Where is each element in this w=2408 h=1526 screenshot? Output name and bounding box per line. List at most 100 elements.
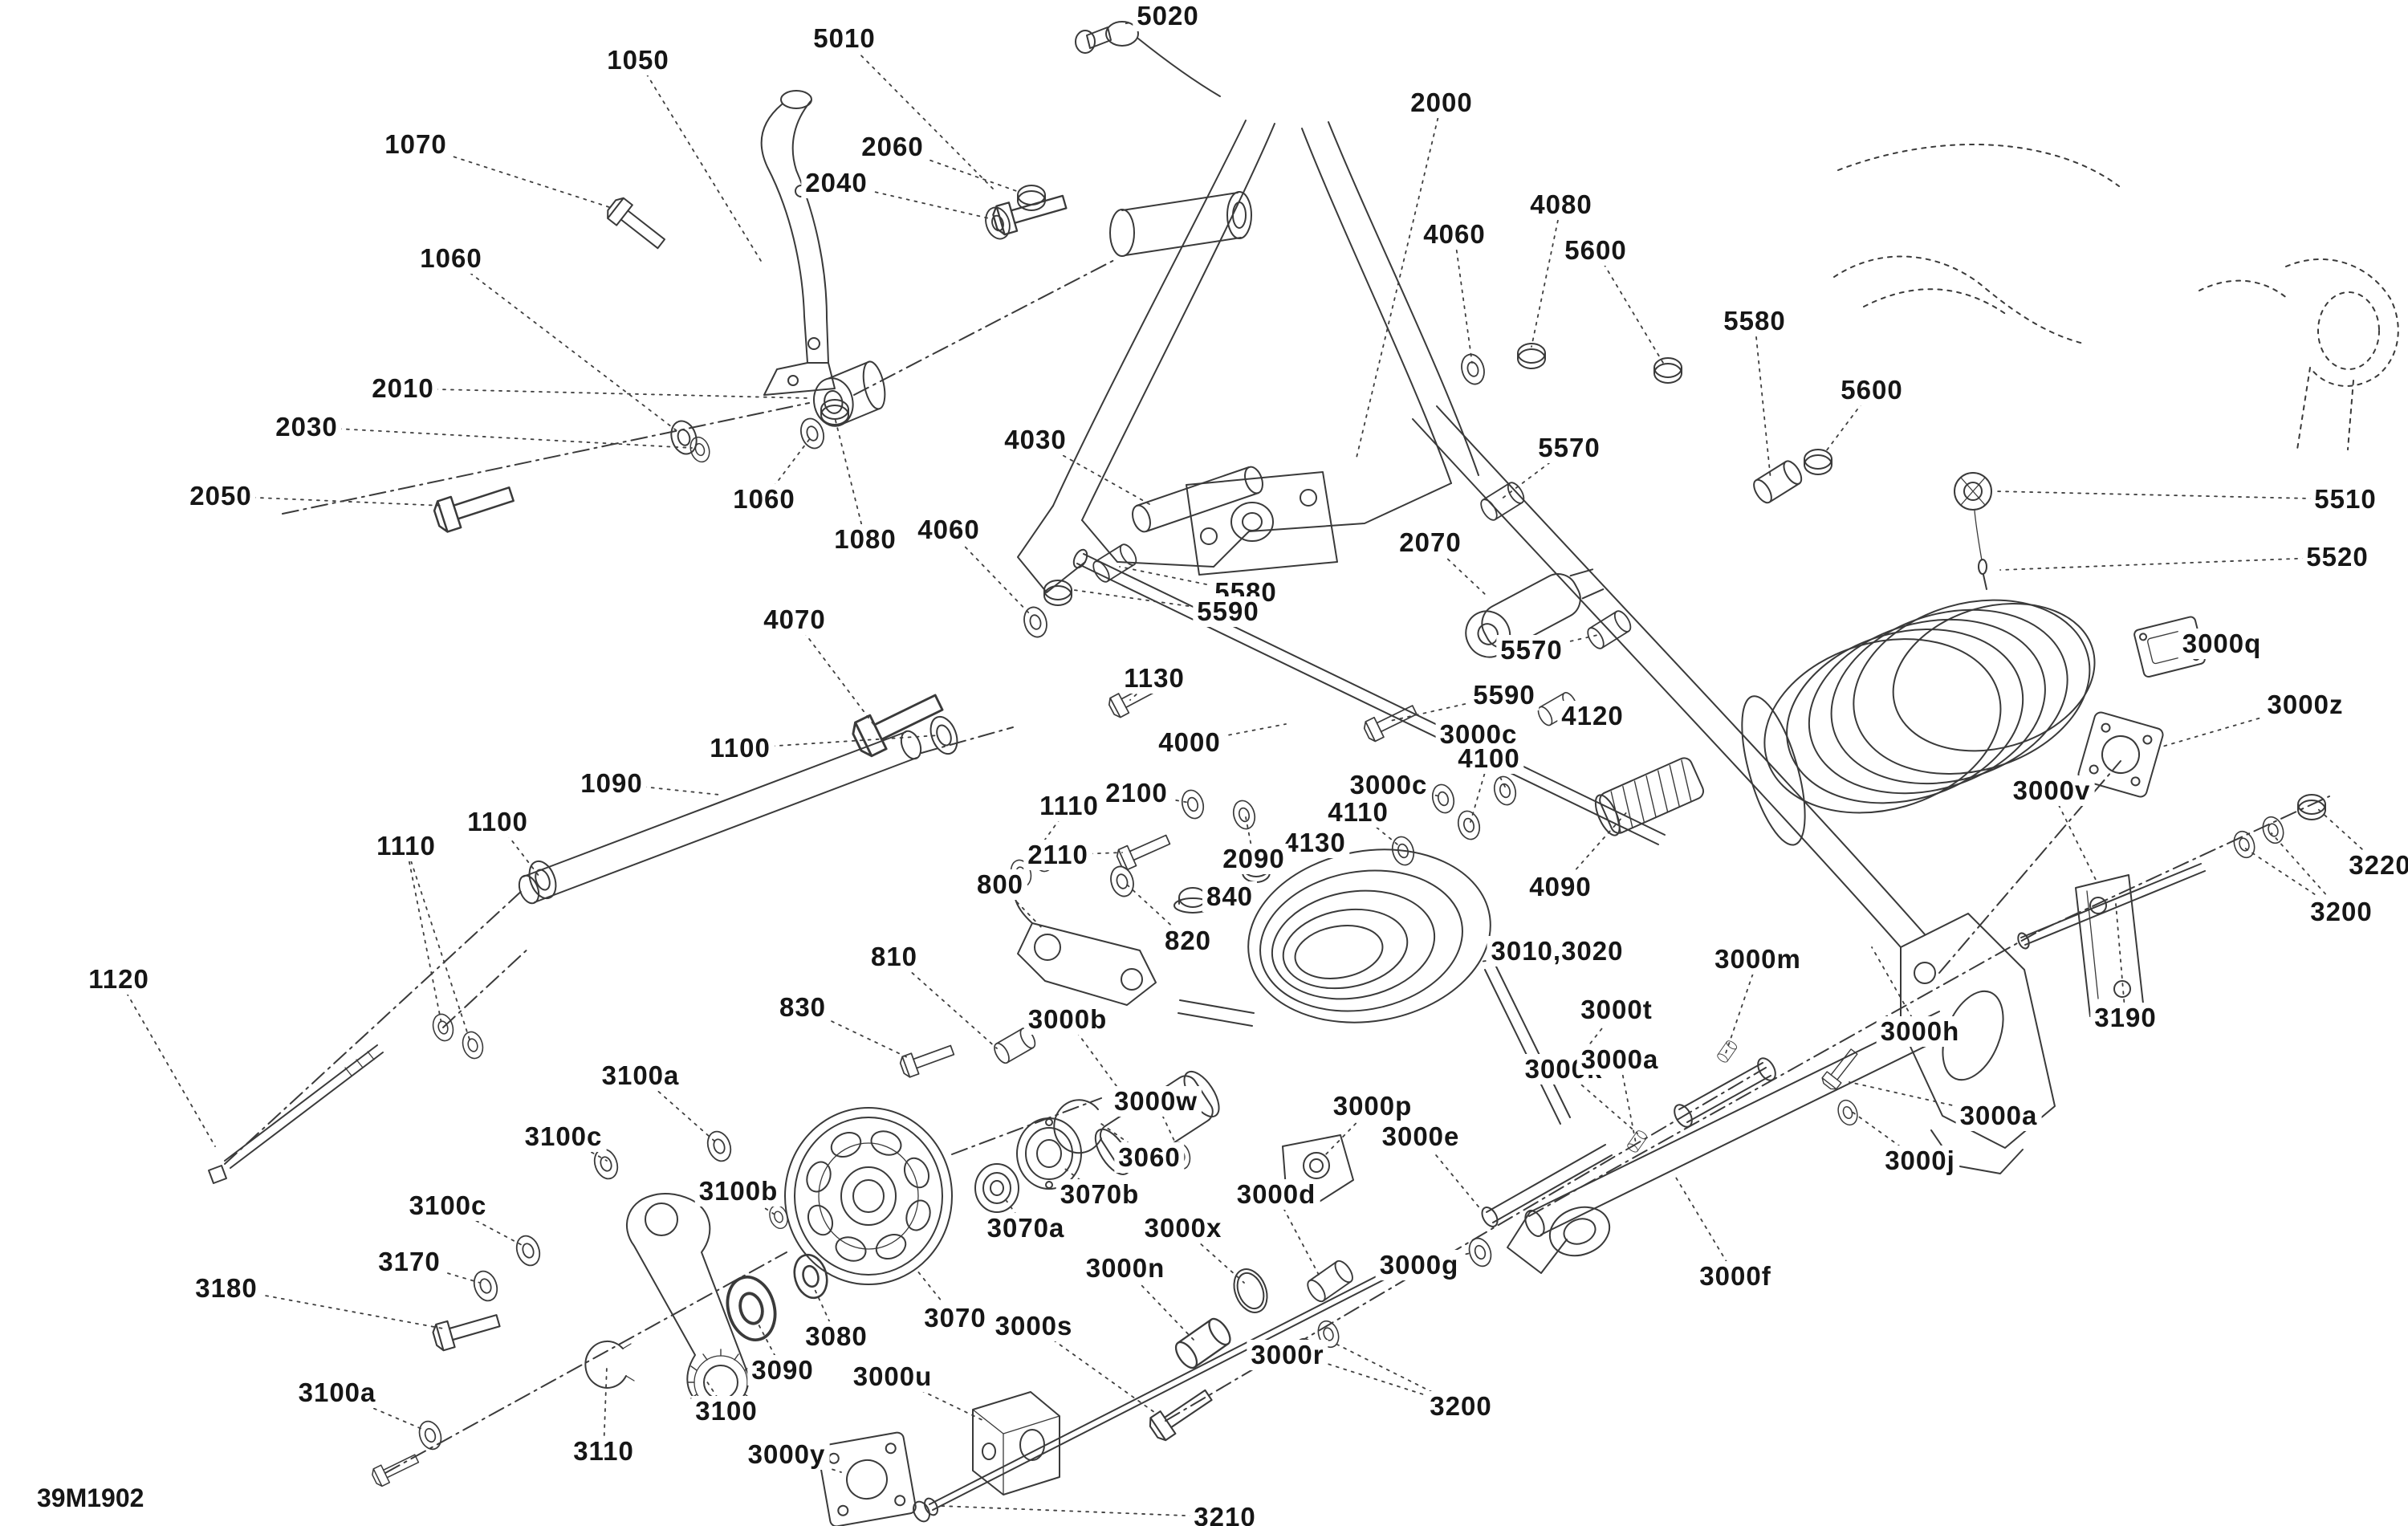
sprocket-3070-artwork — [784, 1107, 953, 1285]
part-label: 4070 — [759, 604, 830, 635]
part-label: 3110 — [569, 1436, 638, 1467]
leader-line — [1823, 389, 1873, 455]
part-label: 4130 — [1279, 828, 1350, 858]
part-label: 2030 — [271, 412, 342, 442]
leader-line — [220, 495, 444, 507]
leader-line — [1035, 439, 1150, 505]
part-label: 800 — [972, 869, 1028, 900]
part-label: 3000g — [1375, 1250, 1463, 1280]
leader-line — [306, 426, 693, 449]
part-label: 3090 — [747, 1355, 818, 1386]
rod-4000-artwork — [1072, 548, 1666, 845]
part-label: 3100b — [694, 1176, 783, 1207]
part-label: 3100a — [597, 1060, 684, 1091]
part-label: 3100 — [691, 1396, 762, 1426]
part-label: 3200 — [2306, 897, 2377, 927]
rocker-800-artwork — [1014, 877, 1157, 1006]
torsion-spring-artwork — [1178, 848, 1571, 1125]
part-label: 3000n — [1081, 1253, 1169, 1284]
leader-line — [802, 1007, 909, 1059]
washer-parts-artwork — [418, 206, 2284, 1451]
part-label: 3100c — [520, 1121, 607, 1152]
part-label: 2040 — [801, 168, 872, 198]
part-label: 3000z — [2263, 690, 2348, 720]
leader-line — [2243, 847, 2342, 913]
leader-line — [603, 1365, 608, 1452]
leader-line — [450, 258, 679, 433]
rear-arm-bracket-artwork — [1507, 874, 2144, 1274]
part-label: 3000a — [1955, 1101, 2042, 1131]
leader-line — [497, 821, 540, 877]
part-label: 3070b — [1056, 1179, 1144, 1210]
leader-line — [1999, 556, 2338, 571]
leader-line — [1430, 542, 1487, 596]
leader-line — [892, 146, 1022, 193]
part-label: 3220 — [2345, 850, 2408, 881]
part-label: 840 — [1202, 881, 1258, 912]
part-label: 1100 — [706, 733, 775, 763]
leader-line — [1454, 234, 1473, 364]
part-label: 5570 — [1534, 433, 1605, 463]
part-label: 3000v — [2008, 775, 2095, 806]
gasket-3000y-artwork — [817, 1431, 917, 1526]
part-label: 2090 — [1218, 844, 1289, 874]
part-label: 3000q — [2178, 629, 2266, 659]
leader-line — [118, 979, 216, 1147]
leader-line — [844, 38, 996, 192]
frame-2000-artwork — [1017, 21, 1926, 948]
part-label: 3000w — [1109, 1086, 1202, 1117]
part-label: 3200 — [1426, 1391, 1496, 1422]
part-label: 3000r — [1247, 1340, 1328, 1370]
leader-line — [763, 437, 811, 500]
leader-line — [794, 619, 874, 725]
part-label: 1060 — [729, 484, 799, 515]
part-label: 2010 — [368, 373, 438, 404]
part-label: 5590 — [1193, 596, 1263, 627]
bracket-1050-artwork — [760, 90, 836, 396]
part-label: 1120 — [84, 964, 153, 995]
leader-line — [1182, 1227, 1245, 1284]
tube-4030-artwork — [1132, 466, 1263, 533]
part-label: 5600 — [1560, 235, 1631, 266]
part-label: 3000t — [1576, 995, 1657, 1025]
part-label: 3000y — [743, 1439, 830, 1470]
part-label: 5600 — [1837, 375, 1907, 405]
part-label: 3070a — [982, 1213, 1069, 1243]
part-label: 5590 — [1469, 680, 1540, 710]
part-label: 4080 — [1526, 189, 1597, 220]
splined-shaft-4090-artwork — [1594, 757, 1705, 836]
leader-line — [1389, 694, 1505, 722]
leader-line — [2115, 903, 2126, 1019]
part-label: 3000u — [848, 1361, 937, 1392]
part-label: 5570 — [1496, 635, 1567, 665]
part-label: 3100c — [405, 1190, 491, 1221]
hub-2010-artwork — [813, 360, 886, 427]
leader-line — [1619, 1059, 1637, 1144]
part-label: 4120 — [1557, 701, 1628, 731]
part-label: 1090 — [576, 768, 647, 799]
part-label: 3100a — [294, 1377, 380, 1408]
part-label: 4110 — [1324, 797, 1393, 828]
part-label: 1110 — [1035, 791, 1103, 821]
part-label: 3000p — [1328, 1091, 1417, 1121]
ghost-reference-artwork — [1833, 144, 2399, 450]
leader-line — [1595, 250, 1664, 364]
part-label: 3000f — [1695, 1261, 1775, 1292]
leader-line — [1725, 958, 1759, 1054]
block-3000u-artwork — [972, 1391, 1060, 1495]
part-label: 4060 — [1419, 219, 1490, 250]
part-label: 2110 — [1023, 840, 1092, 870]
leader-line — [447, 1205, 524, 1247]
part-label: 3000b — [1023, 1004, 1112, 1035]
part-label: 3000x — [1140, 1213, 1226, 1243]
part-label: 3000j — [1881, 1146, 1959, 1176]
part-label: 1130 — [1120, 663, 1189, 694]
part-label: 3000s — [990, 1311, 1077, 1341]
bearing-assembly-artwork — [974, 1099, 1102, 1213]
part-label: 5010 — [809, 23, 880, 54]
part-label: 3210 — [1190, 1502, 1260, 1526]
tube-1090-artwork — [518, 715, 958, 905]
part-label: 3060 — [1114, 1142, 1185, 1173]
part-label: 2070 — [1395, 527, 1466, 558]
